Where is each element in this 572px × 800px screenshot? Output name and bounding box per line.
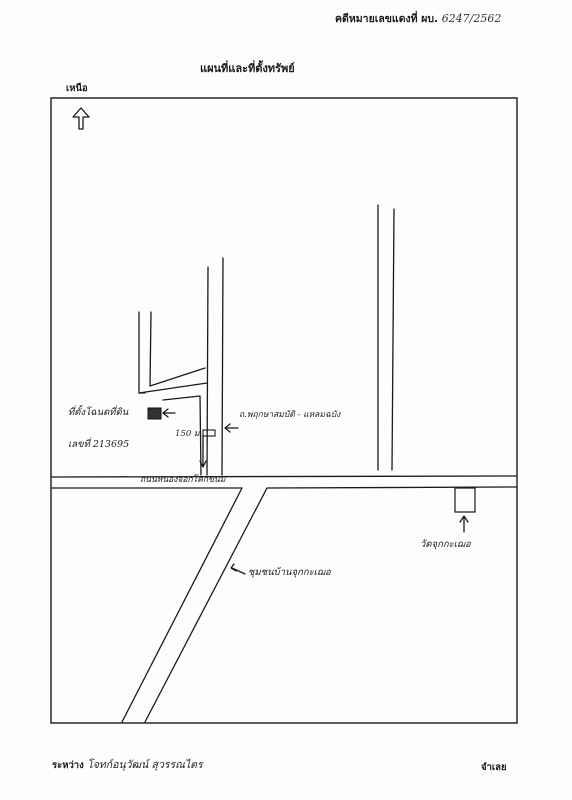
community-arrow-icon	[230, 563, 246, 575]
side-road-arrow-icon	[224, 423, 239, 433]
defendant-label: จำเลย	[481, 762, 507, 773]
temple-marker	[454, 487, 476, 513]
property-label: ที่ตั้งโฉนดที่ดิน	[68, 407, 129, 418]
temple-label: วัดจุกกะเฌอ	[420, 539, 471, 550]
map-frame	[50, 97, 518, 724]
deed-number-label: เลขที่ 213695	[68, 439, 130, 450]
map-title: แผนที่และที่ตั้งทรัพย์	[200, 62, 295, 75]
property-lane	[138, 311, 208, 476]
parties-text: โจทก์อนุวัฒน์ สุวรรณไตร	[87, 759, 203, 771]
community-label: ชุมชนบ้านจุกกะเฌอ	[248, 567, 331, 578]
side-road-label: ถ.พฤกษาสมบัติ - แหลมฉบัง	[239, 410, 341, 420]
side-road	[206, 257, 224, 476]
main-road-label: ถนนหนองจอกโคกขนม	[140, 475, 226, 485]
case-number-label: คดีหมายเลขแดงที่ ผบ.	[335, 13, 439, 25]
north-arrow-icon	[72, 107, 90, 130]
property-arrow-icon	[162, 408, 176, 418]
north-label: เหนือ	[66, 83, 88, 94]
distance-label: 150 ม.	[175, 429, 203, 439]
between-label: ระหว่าง	[52, 760, 84, 771]
distance-arrow-icon	[199, 435, 207, 468]
main-road	[51, 475, 517, 489]
community-road	[121, 487, 268, 723]
temple-arrow-icon	[459, 515, 469, 533]
right-vertical-road	[377, 204, 395, 471]
case-number-header: คดีหมายเลขแดงที่ ผบ. 6247/2562	[335, 10, 501, 27]
case-number-value: 6247/2562	[441, 12, 502, 25]
distance-marker	[202, 429, 216, 437]
property-marker	[147, 407, 162, 420]
footer-parties: ระหว่าง โจทก์อนุวัฒน์ สุวรรณไตร	[52, 756, 203, 773]
